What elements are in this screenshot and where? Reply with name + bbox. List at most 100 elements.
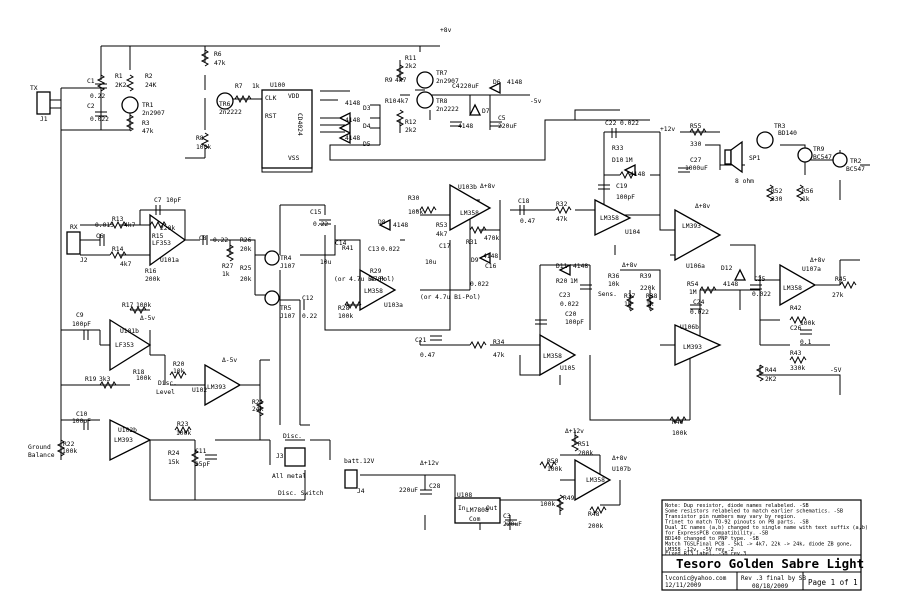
- component-labels: TX J1 C1 0.22 C2 0.022 R1 2K2 R2 24K TR1…: [28, 27, 865, 530]
- label-rst: RST: [265, 113, 277, 120]
- author-date: 12/11/2009: [665, 582, 702, 589]
- label-r1: R1: [115, 73, 123, 80]
- label-r39: R39: [640, 273, 652, 280]
- label-clk: CLK: [265, 95, 277, 102]
- connector-j3: [284, 447, 306, 467]
- label-rail-plus8-u106a: Δ+8v: [695, 203, 710, 210]
- label-rail-minus5-right: -5V: [830, 367, 842, 374]
- label-c13: C13: [368, 246, 380, 253]
- label-u102b: U102b: [118, 427, 137, 434]
- label-lm358-u104: LM358: [600, 215, 619, 222]
- label-lf353-a: LF353: [152, 240, 171, 247]
- label-d7-value: 4148: [458, 123, 473, 130]
- opamp-u103a: [359, 268, 397, 312]
- label-c5: C5: [498, 115, 506, 122]
- label-c8: C8: [199, 235, 207, 242]
- label-r54: R54: [687, 281, 699, 288]
- label-d9: D9: [471, 257, 479, 264]
- label-sp1: SP1: [749, 155, 761, 162]
- ic-cd4024: [261, 89, 313, 169]
- label-c12: C12: [302, 295, 314, 302]
- label-vdd: VDD: [288, 93, 300, 100]
- label-c21: C21: [415, 337, 427, 344]
- label-c18: C18: [518, 198, 530, 205]
- label-lm7808: LM7808: [466, 507, 489, 514]
- label-rail-plus12-batt: Δ+12v: [420, 460, 439, 467]
- label-rail-plus8-top: +8v: [440, 27, 452, 34]
- label-r26-value: 20k: [240, 246, 252, 253]
- label-rail-plus8-u103b: Δ+8v: [480, 183, 495, 190]
- opamp-u101a: [149, 213, 187, 267]
- label-c9: C9: [76, 312, 84, 319]
- label-c14: C14: [335, 240, 347, 247]
- label-c18-value: 0.47: [520, 218, 535, 225]
- label-r17: R17: [122, 302, 134, 309]
- label-r23-value: 100k: [176, 430, 191, 437]
- transistor-tr9: [797, 147, 813, 163]
- label-j4: J4: [357, 488, 365, 495]
- label-tr1: TR1: [142, 102, 154, 109]
- label-r24-value: 15k: [168, 459, 180, 466]
- label-r9: R9: [385, 77, 393, 84]
- label-r38: R38: [646, 293, 658, 300]
- label-r32: R32: [556, 201, 568, 208]
- label-r10-value: 4k7: [397, 98, 409, 105]
- label-tr3: TR3: [774, 123, 786, 130]
- transistor-tr2: [832, 152, 848, 168]
- label-r12: R12: [405, 119, 417, 126]
- label-r51: R51: [578, 441, 590, 448]
- label-rail-minus5-u101b: Δ-5v: [140, 315, 155, 322]
- label-r9-value: 4k7: [395, 77, 407, 84]
- label-c15-value: 0.22: [313, 221, 328, 228]
- label-rx: RX: [70, 224, 78, 231]
- comparator-u106a: [674, 208, 722, 262]
- label-r52-value: 330: [771, 196, 783, 203]
- label-r56-value: 1k: [802, 196, 810, 203]
- page-number: Page 1 of 1: [808, 578, 858, 587]
- label-lm393-u102: LM393: [207, 384, 226, 391]
- label-r10: R10: [385, 98, 397, 105]
- label-u100: U100: [270, 82, 285, 89]
- label-d6: D6: [493, 79, 501, 86]
- label-r28: R28: [338, 305, 350, 312]
- label-c17-value: 10u: [425, 259, 437, 266]
- label-d10: D10: [612, 157, 624, 164]
- label-c7-value: 10pF: [166, 197, 181, 204]
- label-r6: R6: [214, 51, 222, 58]
- label-c24-value: 0.022: [690, 309, 709, 316]
- label-r22-value: 100k: [62, 448, 77, 455]
- label-r31: R31: [466, 239, 478, 246]
- label-c2-value: 0.022: [90, 116, 109, 123]
- label-c2: C2: [87, 103, 95, 110]
- transistor-tr8: [416, 91, 434, 109]
- label-rail-minus5-top: -5v: [530, 98, 542, 105]
- label-d10-type: 4148: [630, 171, 645, 178]
- label-u104: U104: [625, 229, 640, 236]
- label-r7: R7: [235, 83, 243, 90]
- label-tr1-value: 2n2907: [142, 110, 165, 117]
- label-r40: R40: [672, 419, 684, 426]
- label-r53: R53: [436, 222, 448, 229]
- label-tr5-value: J107: [280, 313, 295, 320]
- label-u103b: U103b: [458, 184, 477, 191]
- label-u105: U105: [560, 365, 575, 372]
- label-r18: R18: [133, 369, 145, 376]
- label-r32-value: 47k: [556, 216, 568, 223]
- label-r37: R37: [624, 293, 636, 300]
- label-r30-value: 100k: [408, 209, 423, 216]
- label-r25-value: 20k: [240, 276, 252, 283]
- label-d4: D4: [363, 123, 371, 130]
- label-r27: R27: [222, 263, 234, 270]
- label-j3-disc: Disc.: [283, 433, 302, 440]
- label-sp1-value: 8 ohm: [735, 178, 754, 185]
- label-r15-value: 220k: [160, 225, 175, 232]
- label-ground: Ground: [28, 444, 51, 451]
- jfet-tr5: [264, 290, 280, 306]
- label-lm358-u107a: LM358: [783, 285, 802, 292]
- label-tr2-value: BC547: [846, 166, 865, 173]
- label-disc: Disc.: [158, 380, 177, 387]
- label-r17-value: 100k: [136, 302, 151, 309]
- label-c6-value: 0.015: [95, 222, 114, 229]
- regulator-u108: [454, 497, 501, 524]
